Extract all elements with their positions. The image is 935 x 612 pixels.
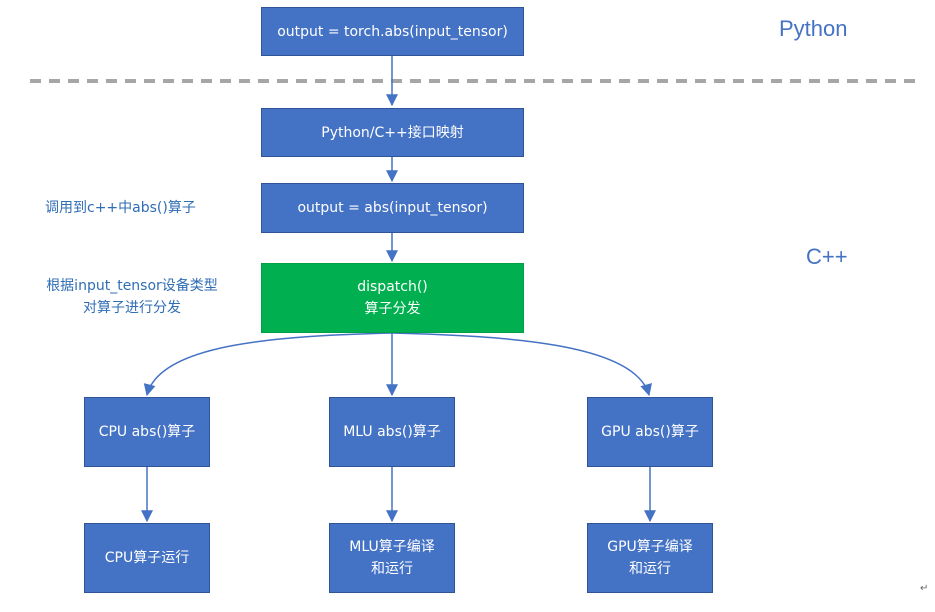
mlu-op-box: MLU abs()算子 <box>329 397 455 467</box>
dispatch-note-line1: 根据input_tensor设备类型 <box>46 278 218 294</box>
gpu-op-text: GPU abs()算子 <box>601 424 699 440</box>
cpu-op-box: CPU abs()算子 <box>84 397 210 467</box>
paragraph-mark-icon: ↵ <box>920 583 929 594</box>
python-layer-label: Python <box>779 16 848 41</box>
call-cpp-abs-note-text: 调用到c++中abs()算子 <box>45 200 196 216</box>
arrow-dispatch-to-cpu <box>143 332 393 397</box>
interface-mapping-text: Python/C++接口映射 <box>321 124 464 141</box>
call-cpp-abs-note: 调用到c++中abs()算子 <box>45 197 196 219</box>
interface-mapping-box: Python/C++接口映射 <box>261 108 524 157</box>
cpu-run-text: CPU算子运行 <box>104 550 190 566</box>
cpu-op-text: CPU abs()算子 <box>98 424 196 440</box>
gpu-op-box: GPU abs()算子 <box>587 397 713 467</box>
gpu-run-line1: GPU算子编译 <box>607 539 693 555</box>
gpu-run-line2: 和运行 <box>629 561 671 577</box>
dispatch-title: dispatch() <box>357 279 428 295</box>
gpu-run-box: GPU算子编译 和运行 <box>587 523 713 593</box>
dispatch-note-line2: 对算子进行分发 <box>83 300 181 316</box>
mlu-run-line2: 和运行 <box>371 561 413 577</box>
mlu-run-box: MLU算子编译 和运行 <box>329 523 455 593</box>
cpp-abs-call-box: output = abs(input_tensor) <box>261 183 524 233</box>
dispatch-note: 根据input_tensor设备类型 对算子进行分发 <box>30 275 234 319</box>
torch-abs-call-box: output = torch.abs(input_tensor) <box>261 7 524 56</box>
arrow-dispatch-to-gpu <box>391 332 652 397</box>
mlu-op-text: MLU abs()算子 <box>343 424 441 440</box>
mlu-run-line1: MLU算子编译 <box>349 539 435 555</box>
dispatch-box: dispatch() 算子分发 <box>261 263 524 333</box>
torch-abs-call-text: output = torch.abs(input_tensor) <box>277 23 508 40</box>
cpp-layer-label: C++ <box>806 244 848 269</box>
dispatch-subtitle: 算子分发 <box>364 301 421 317</box>
cpu-run-box: CPU算子运行 <box>84 523 210 593</box>
cpp-abs-call-text: output = abs(input_tensor) <box>297 200 488 216</box>
